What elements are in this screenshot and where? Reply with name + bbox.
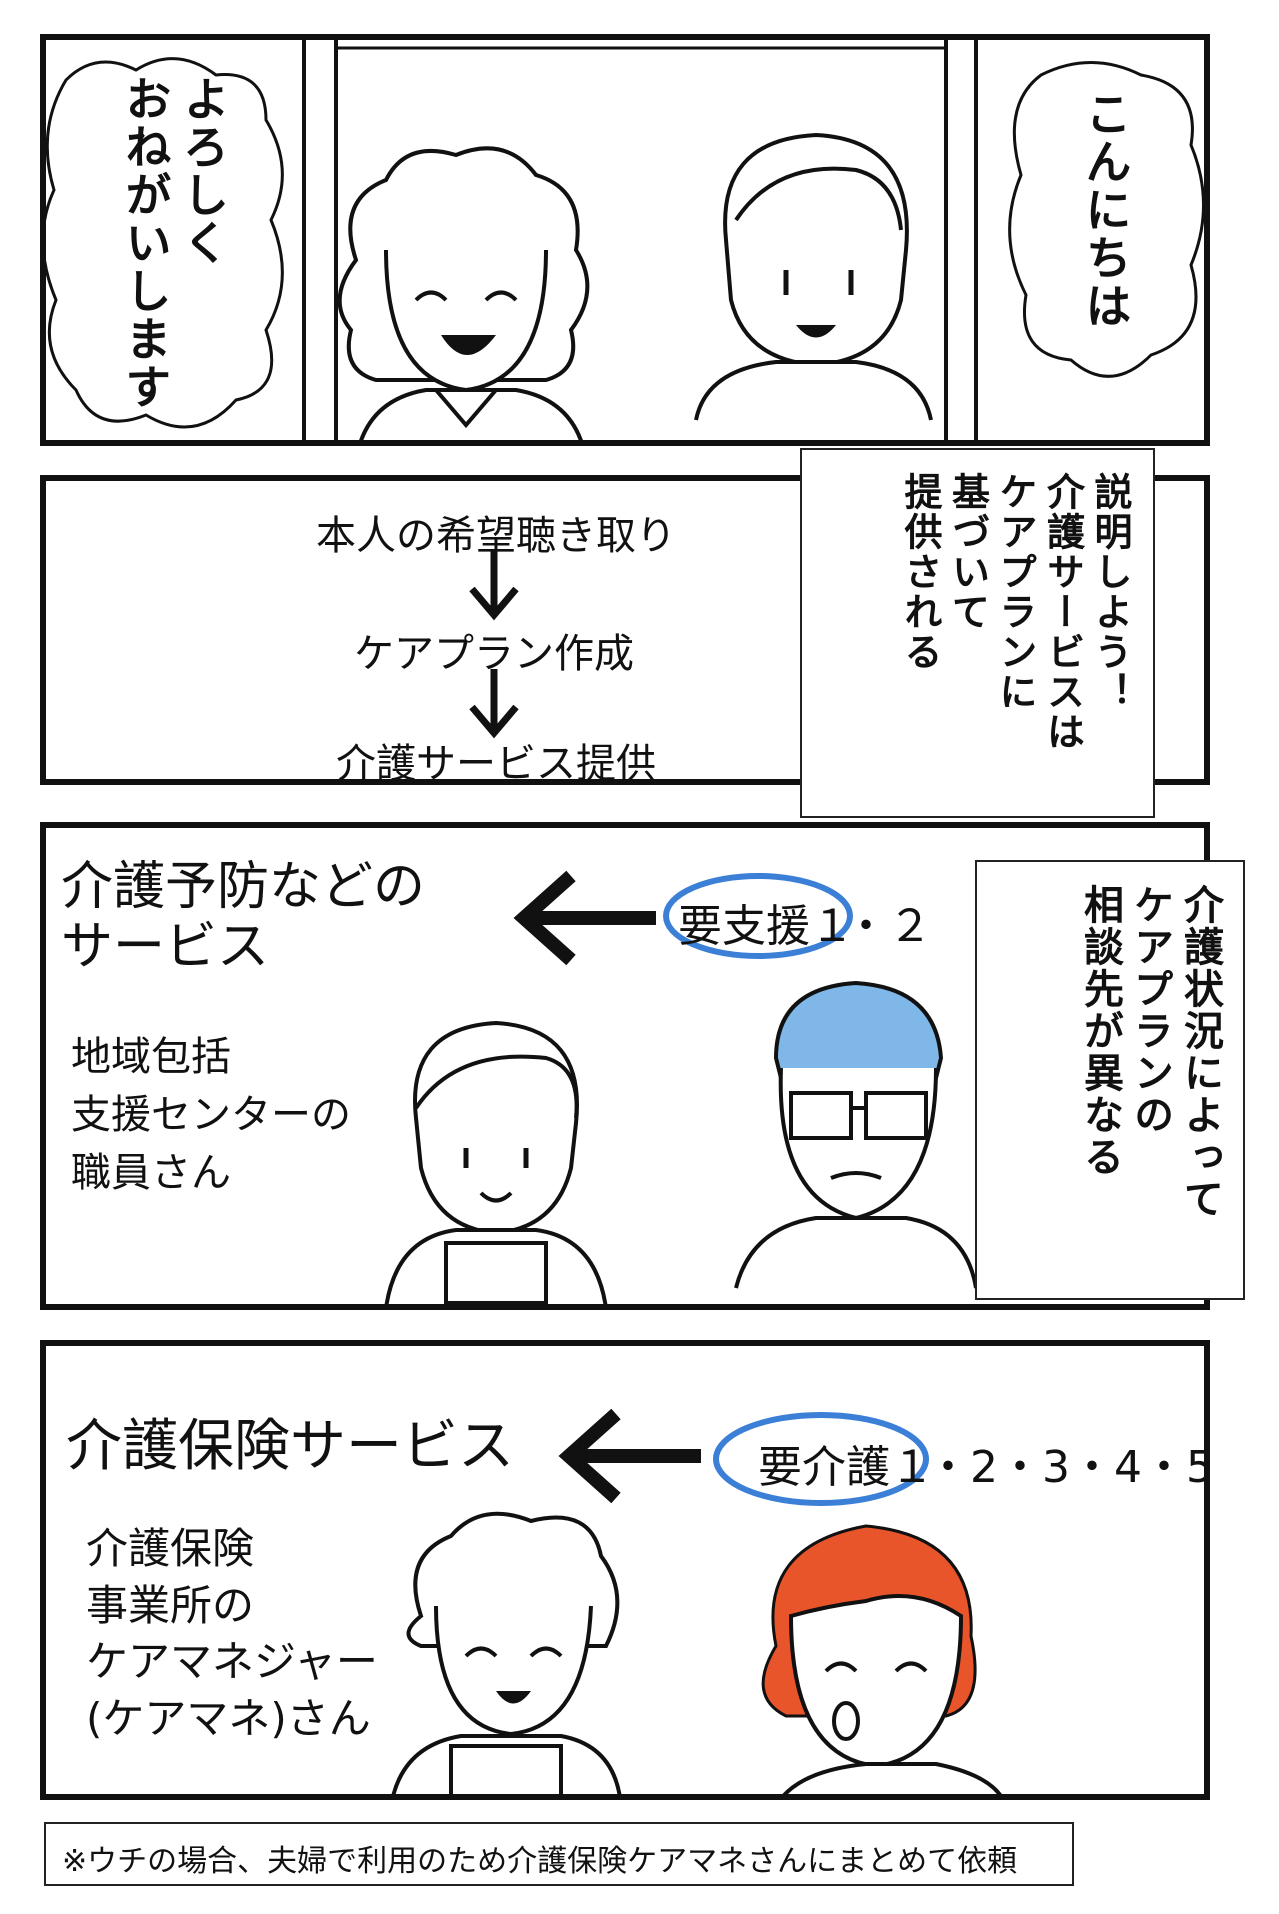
caption-consult-text: 介護状況によって ケアプランの 相談先が異なる xyxy=(1077,884,1223,1220)
flow-arrow-1 xyxy=(469,551,519,621)
footnote-text: ※ウチの場合、夫婦で利用のため介護保険ケアマネさんにまとめて依頼 xyxy=(62,1844,1018,1879)
service-care-insurance: 介護保険サービス xyxy=(66,1414,514,1479)
speech-left-text: よろしく おねがいします xyxy=(118,75,231,411)
speech-bubble-right xyxy=(1008,61,1204,378)
character-staff-woman xyxy=(384,1020,608,1304)
footnote-box: ※ウチの場合、夫婦で利用のため介護保険ケアマネさんにまとめて依頼 xyxy=(44,1822,1074,1886)
flow-arrow-2 xyxy=(469,669,519,739)
staff-regional-center: 地域包括 支援センターの 職員さん xyxy=(71,1034,351,1196)
level-care-rest: ・2・3・4・5 xyxy=(926,1442,1210,1493)
character-curly-woman-2 xyxy=(391,1511,622,1794)
service-preventive: 介護予防などの サービス xyxy=(61,857,426,977)
panel-care-insurance: 介護保険サービス 要介護１ ・2・3・4・5 介護保険 事業所の ケアマネジャー… xyxy=(40,1340,1210,1800)
caption-consult: 介護状況によって ケアプランの 相談先が異なる xyxy=(975,860,1245,1300)
level-support-1: 要支援１ xyxy=(678,901,854,952)
level-support-rest: ・２ xyxy=(844,901,932,952)
caption-explain: 説明しよう！ 介護サービスは ケアプランに 基づいて 提供される xyxy=(800,448,1155,818)
arrow-left-2 xyxy=(558,1408,701,1504)
character-short-hair-woman xyxy=(694,132,933,421)
arrow-left-1 xyxy=(513,870,656,966)
level-care-1: 要介護１ xyxy=(758,1442,934,1493)
speech-bubble-left xyxy=(46,57,284,429)
highlight-circle-2 xyxy=(713,1412,929,1506)
character-blue-hair-man xyxy=(734,980,978,1289)
staff-care-manager: 介護保険 事業所の ケアマネジャー (ケアマネ)さん xyxy=(86,1524,378,1744)
speech-right-text: こんにちは xyxy=(1078,90,1133,330)
flow-step-3: 介護サービス提供 xyxy=(336,741,656,785)
caption-explain-text: 説明しよう！ 介護サービスは ケアプランに 基づいて 提供される xyxy=(898,472,1132,752)
panel-greeting: よろしく おねがいします こんにちは xyxy=(40,34,1210,446)
character-orange-hair-woman xyxy=(761,1524,1002,1794)
background-door-frame xyxy=(302,40,978,440)
character-curly-woman xyxy=(337,146,590,440)
highlight-circle-1 xyxy=(663,873,853,959)
